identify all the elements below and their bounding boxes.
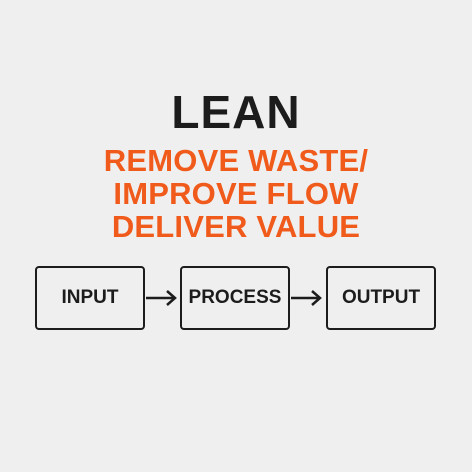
right-arrow-icon (291, 290, 322, 306)
flow-box-output-label: OUTPUT (341, 287, 421, 308)
flow-box-process-label: PROCESS (188, 287, 282, 308)
flow-box-process: PROCESS (180, 266, 290, 330)
flow-box-input-label: INPUT (61, 287, 119, 308)
diagram-title: LEAN (171, 86, 301, 138)
subtitle-line-deliver-value: DELIVER VALUE (111, 209, 361, 244)
flow-box-input: INPUT (35, 266, 145, 330)
subtitle-line-improve-flow: IMPROVE FLOW (113, 176, 359, 211)
flow-box-output: OUTPUT (326, 266, 436, 330)
right-arrow-icon (146, 290, 177, 306)
subtitle-line-remove-waste: REMOVE WASTE/ (103, 143, 369, 178)
